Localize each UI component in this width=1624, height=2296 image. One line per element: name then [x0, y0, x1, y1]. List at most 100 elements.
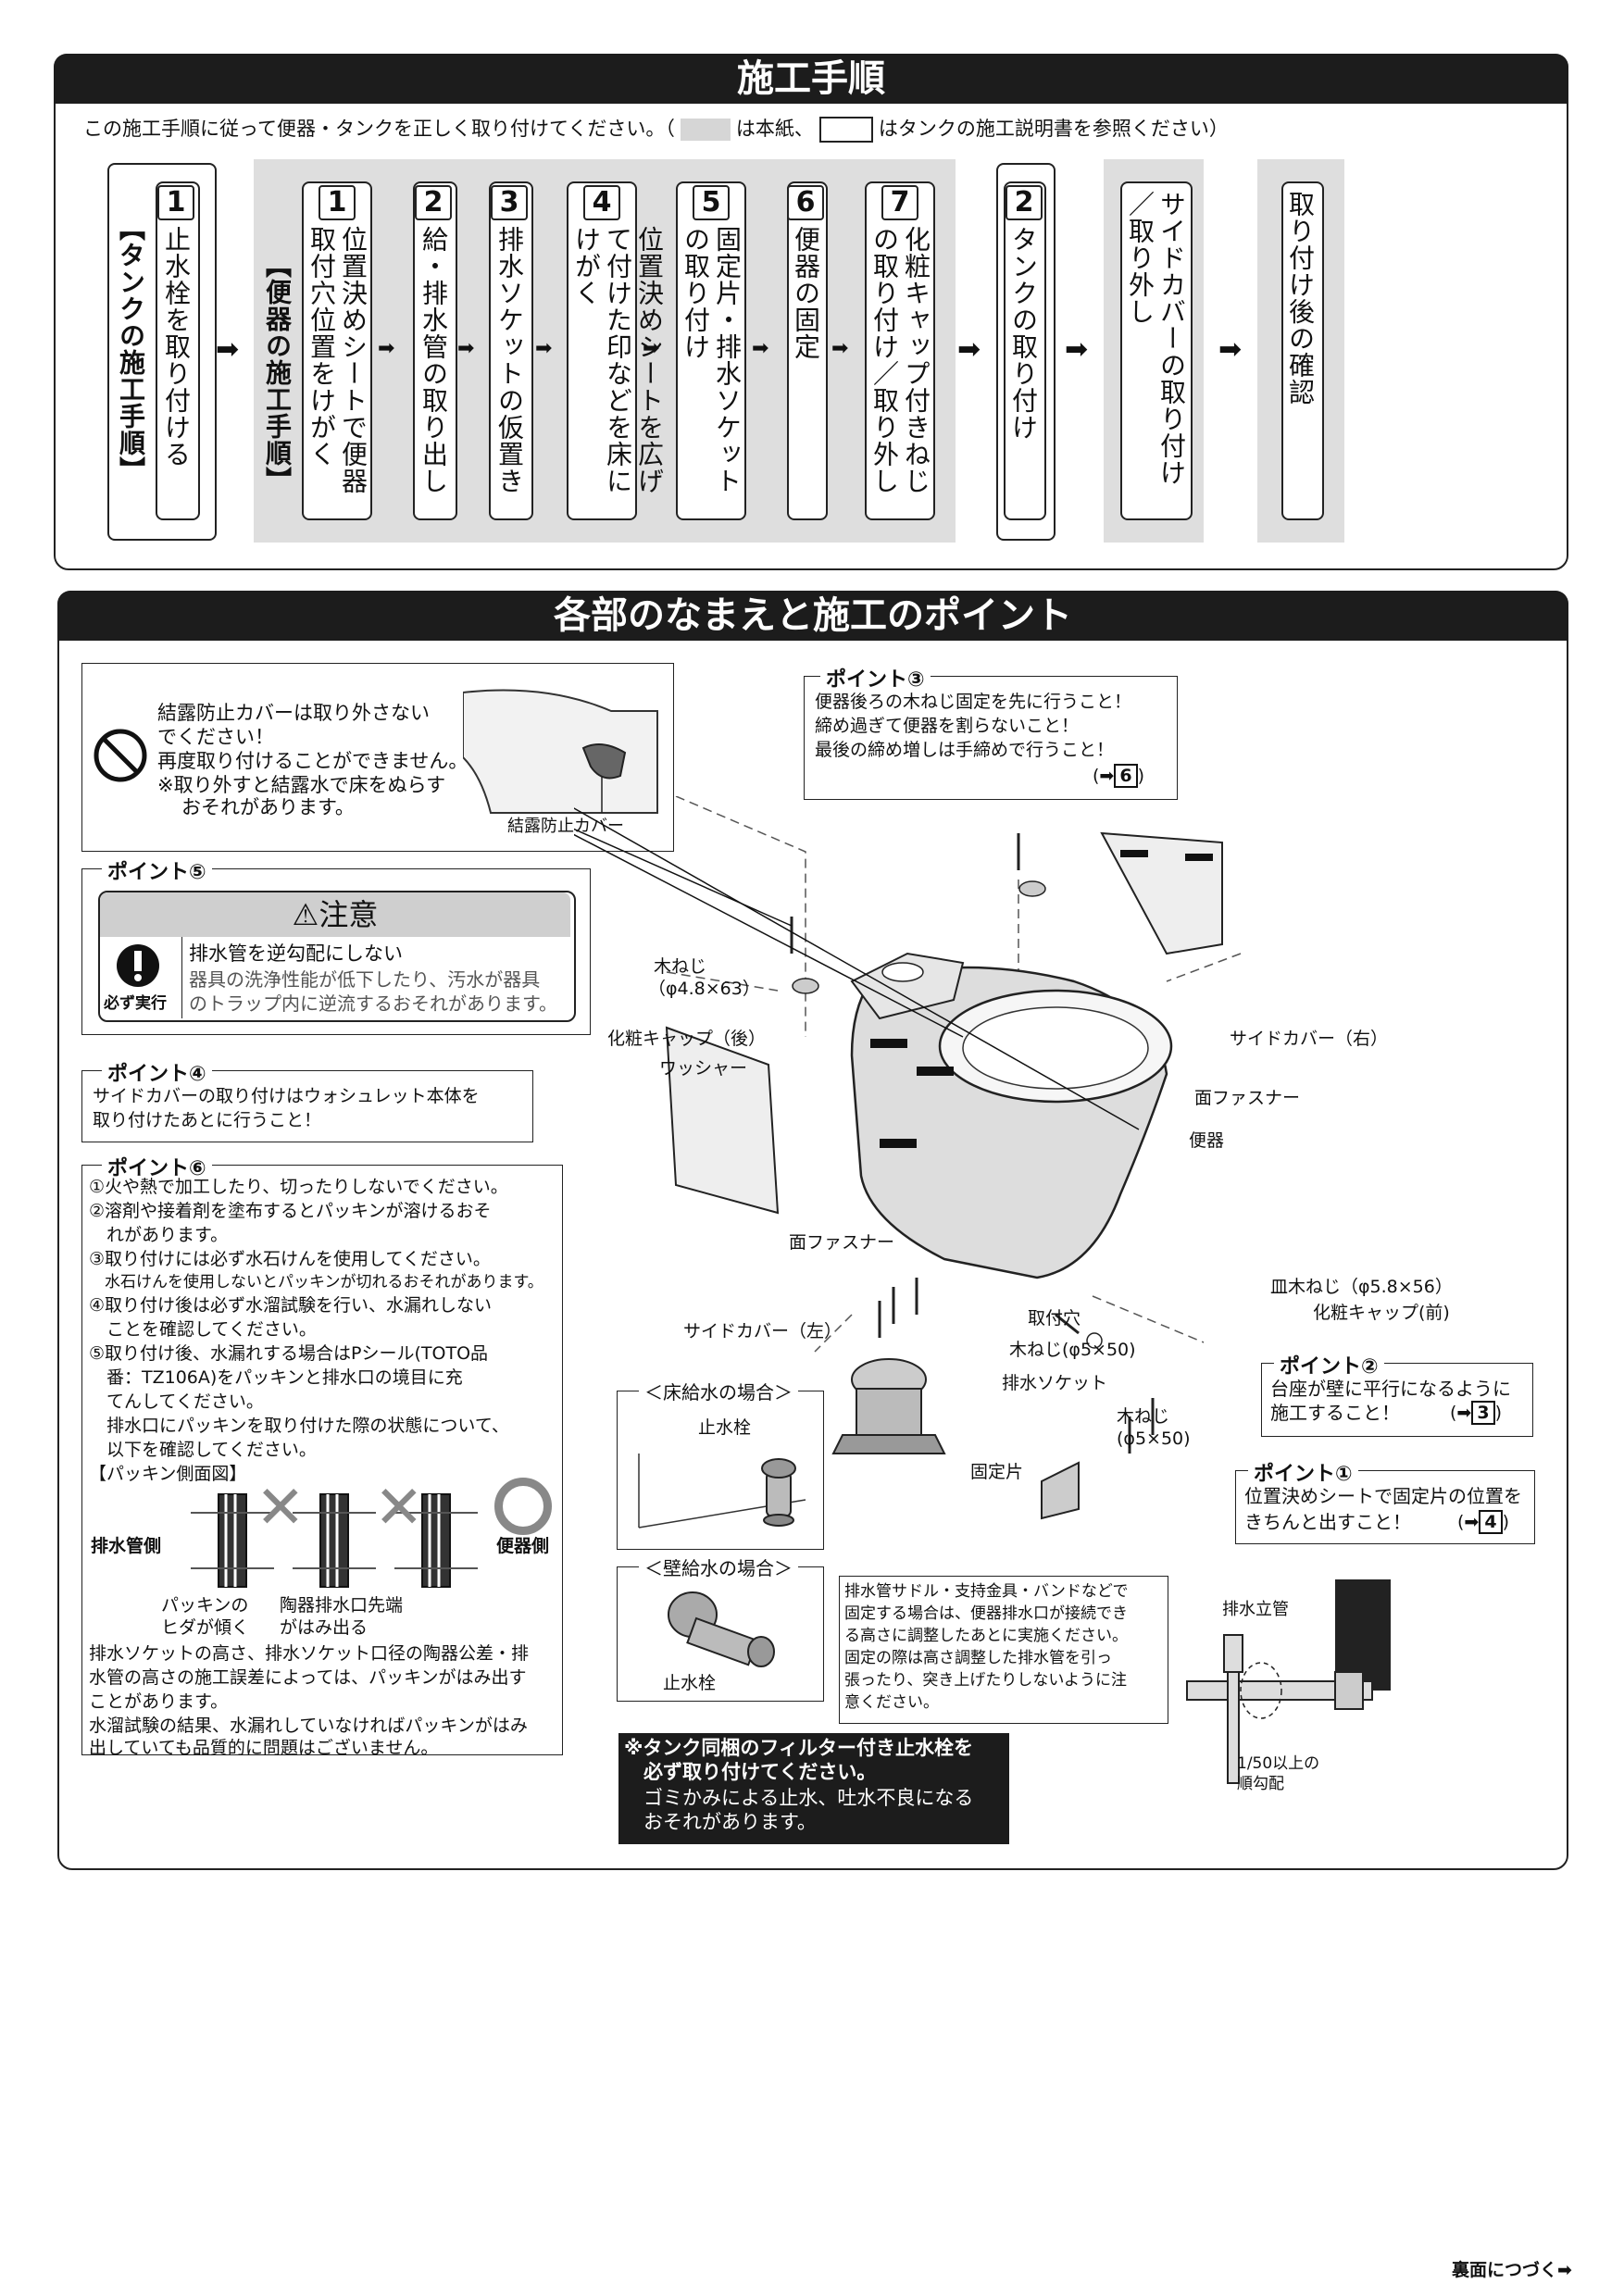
condensation-cover-caption: 結露防止カバー	[507, 817, 624, 836]
point3-line: 締め過ぎて便器を割らないこと！	[815, 716, 1080, 736]
procedure-title: 施工手順	[54, 54, 1568, 104]
must-do-icon	[117, 944, 159, 987]
point3-line: 最後の締め増しは手締めで行うこと！	[815, 740, 1115, 760]
slope-label: 順勾配	[1237, 1775, 1284, 1793]
arrow-right-icon: ➡	[957, 333, 981, 366]
arrow-right-icon: ➡	[1065, 333, 1089, 366]
bowl-step-7	[865, 181, 935, 520]
step-number: 7	[881, 185, 918, 220]
point6-tail: 出していても品質的に問題はございません。	[89, 1738, 439, 1758]
warning-triangle-icon: ⚠	[292, 897, 319, 932]
arrow-right-icon: ➡	[457, 337, 475, 360]
point6-line: 排水口にパッキンを取り付けた際の状態について、	[89, 1416, 509, 1436]
point6-tail: ことがあります。	[89, 1691, 229, 1712]
point6-label: ポイント⑥	[102, 1152, 212, 1181]
ng-cross-icon: ✕	[374, 1474, 424, 1542]
prohibit-line: おそれがあります。	[181, 796, 355, 818]
ng-cross-icon: ✕	[256, 1474, 306, 1542]
step-number: 2	[1006, 185, 1043, 220]
pipe-side-label: 排水管側	[91, 1536, 162, 1556]
point6-line: ②溶剤や接着剤を塗布するとパッキンが溶けるおそ	[89, 1201, 492, 1221]
pipe-note-box	[839, 1576, 1168, 1724]
arrow-right-icon: ➡	[1557, 2260, 1572, 2280]
point2-ref: (➡3)	[1450, 1401, 1502, 1425]
part-label: 便器	[1189, 1130, 1225, 1151]
point3-box	[804, 676, 1178, 800]
gasket-side-diagram	[191, 1493, 478, 1588]
prohibit-line: 再度取り付けることができません。	[157, 750, 468, 772]
filter-note-line: ※タンク同梱のフィルター付き止水栓を	[624, 1737, 973, 1759]
filter-note-line: おそれがあります。	[624, 1811, 817, 1833]
point2-line: 台座が壁に平行になるように	[1270, 1378, 1511, 1400]
part-label: 木ねじ(φ5×50)	[1009, 1340, 1136, 1360]
step-text: 取り付け後の確認	[1285, 191, 1316, 406]
step-text: 固定片・排水ソケットの取り付け	[681, 226, 743, 494]
point6-box	[81, 1165, 563, 1755]
point6-line: 【パッキン側面図】	[89, 1464, 247, 1484]
wall-valve-illustration	[668, 1591, 775, 1667]
drain-pipe-illustration	[1186, 1579, 1391, 1784]
step-text: 便器の固定	[791, 226, 821, 360]
part-label: 面ファスナー	[1194, 1088, 1301, 1108]
step-text: 止水栓を取り付ける	[161, 226, 192, 468]
filter-note-line: ゴミかみによる止水、吐水不良になる	[624, 1787, 974, 1809]
part-label: サイドカバー（右）	[1230, 1029, 1389, 1049]
part-label: ワッシャー	[659, 1058, 748, 1079]
part-label: 木ねじ	[1117, 1406, 1170, 1427]
point3-label: ポイント③	[820, 663, 931, 693]
step-number: 1	[157, 185, 194, 220]
pipe-note-line: る高さに調整したあとに実施ください。	[844, 1627, 1128, 1645]
part-label: 面ファスナー	[789, 1232, 895, 1253]
part-label: （φ4.8×63）	[648, 979, 760, 999]
parts-title: 各部のなまえと施工のポイント	[57, 591, 1568, 641]
step-text: 化粧キャップ付きねじの取り付け／取り外し	[869, 226, 931, 494]
riser-label: 排水立管	[1222, 1600, 1289, 1619]
step-number: 1	[319, 185, 356, 220]
arrow-right-icon: ➡	[643, 337, 660, 360]
point3-line: 便器後ろの木ねじ固定を先に行うこと！	[815, 692, 1132, 712]
bowl-step-3	[489, 181, 533, 520]
caution-line: のトラップ内に逆流するおそれがあります。	[189, 992, 557, 1015]
tank-group-label: 【タンクの施工手順】	[116, 215, 146, 483]
arrow-right-icon: ➡	[1099, 766, 1115, 786]
step-number: 6	[787, 185, 824, 220]
step-number: 5	[693, 185, 730, 220]
gasket-caption: ヒダが傾く	[161, 1617, 250, 1638]
wall-valve-label: 止水栓	[663, 1673, 717, 1693]
floor-valve-label: 止水栓	[698, 1417, 752, 1438]
point1-line: 位置決めシートで固定片の位置を	[1244, 1485, 1522, 1507]
point4-line: サイドカバーの取り付けはウォシュレット本体を	[93, 1086, 480, 1106]
filter-note-line: 必ず取り付けてください。	[624, 1761, 877, 1783]
arrow-right-icon: ➡	[831, 337, 849, 360]
point6-line: てんしてください。	[89, 1391, 264, 1412]
floor-supply-title: ＜床給水の場合＞	[639, 1378, 798, 1404]
arrow-right-icon: ➡	[1456, 1403, 1472, 1423]
slope-label: 1/50以上の	[1237, 1754, 1320, 1773]
point6-line: ③取り付けには必ず水石けんを使用してください。	[89, 1249, 491, 1269]
side-cover-step	[1120, 181, 1193, 520]
gasket-caption: パッキンの	[161, 1595, 249, 1616]
procedure-intro: この施工手順に従って便器・タンクを正しく取り付けてください。（は本紙、はタンクの…	[83, 117, 1229, 143]
step-text: 位置決めシートで便器取付穴位置をけがく	[306, 226, 369, 494]
part-label: 固定片	[970, 1462, 1024, 1482]
ok-circle-icon	[494, 1478, 552, 1535]
part-label: 排水ソケット	[1002, 1373, 1108, 1393]
point2-label: ポイント②	[1274, 1350, 1384, 1379]
step-number: 3	[491, 185, 528, 220]
arrow-right-icon: ➡	[752, 337, 769, 360]
step-number: 4	[583, 185, 620, 220]
point5-label: ポイント⑤	[102, 855, 212, 885]
pipe-note-line: 排水管サドル・支持金具・バンドなどで	[844, 1582, 1129, 1601]
gasket-caption: 陶器排水口先端	[280, 1595, 404, 1616]
bowl-step-5	[676, 181, 746, 520]
part-label: サイドカバー（左）	[683, 1321, 843, 1341]
part-label: (φ5×50)	[1117, 1429, 1191, 1449]
prohibit-line: ※取り外すと結露水で床をぬらす	[157, 774, 446, 796]
arrow-right-icon: ➡	[1218, 333, 1243, 366]
pipe-note-line: 張ったり、突き上げたりしないように注	[844, 1671, 1127, 1690]
must-do-label: 必ず実行	[104, 994, 167, 1013]
legend-gray-swatch	[680, 119, 731, 141]
check-step	[1281, 181, 1324, 520]
arrow-right-icon: ➡	[1464, 1512, 1480, 1532]
point6-tail: 水管の高さの施工誤差によっては、パッキンがはみ出す	[89, 1667, 527, 1688]
